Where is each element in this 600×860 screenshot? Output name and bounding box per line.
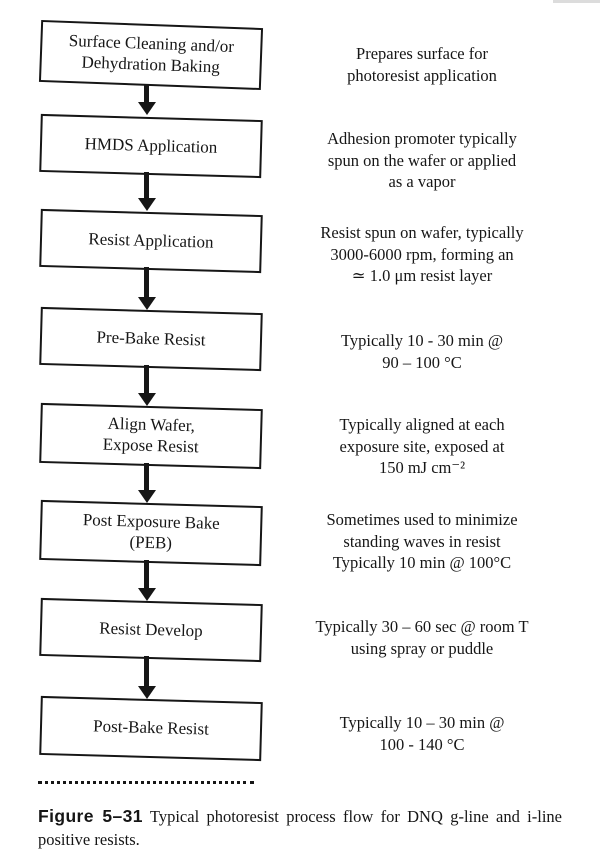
scan-artifact: [553, 0, 600, 3]
process-box-post-exposure-bake: Post Exposure Bake (PEB): [39, 499, 263, 567]
down-arrow-icon: [138, 85, 156, 115]
step-note-surface-cleaning: Prepares surface for photoresist applica…: [347, 44, 497, 85]
arrow-head: [138, 490, 156, 503]
figure-caption-text: Typical photoresist process flow for DNQ…: [38, 806, 562, 849]
down-arrow-icon: [138, 172, 156, 211]
arrow-stem: [144, 656, 149, 687]
process-box-resist-develop: Resist Develop: [39, 597, 263, 663]
step-note-align-expose: Typically aligned at each exposure site,…: [339, 415, 505, 477]
step-note-hmds-application: Adhesion promoter typically spun on the …: [327, 129, 517, 191]
step-note-post-bake-resist: Typically 10 – 30 min @ 100 - 140 °C: [339, 713, 505, 754]
process-box-pre-bake-resist: Pre-Bake Resist: [39, 306, 263, 372]
arrow-head: [138, 393, 156, 406]
arrow-stem: [144, 365, 149, 394]
process-box-surface-cleaning: Surface Cleaning and/or Dehydration Baki…: [38, 19, 264, 91]
process-box-post-bake-resist: Post-Bake Resist: [39, 695, 263, 762]
arrow-head: [138, 198, 156, 211]
arrow-stem: [144, 172, 149, 199]
arrow-stem: [144, 560, 149, 589]
down-arrow-icon: [138, 365, 156, 406]
process-box-hmds-application: HMDS Application: [39, 113, 263, 179]
arrow-head: [138, 297, 156, 310]
figure-caption: Figure 5–31 Typical photoresist process …: [38, 805, 562, 851]
arrow-head: [138, 102, 156, 115]
step-note-pre-bake-resist: Typically 10 - 30 min @ 90 – 100 °C: [340, 331, 504, 372]
step-note-resist-application: Resist spun on wafer, typically 3000-600…: [320, 223, 524, 285]
arrow-stem: [144, 267, 149, 298]
step-note-resist-develop: Typically 30 – 60 sec @ room T using spr…: [315, 617, 529, 658]
dotted-rule: [38, 781, 254, 784]
process-box-align-expose: Align Wafer, Expose Resist: [39, 402, 263, 470]
process-box-resist-application: Resist Application: [39, 208, 263, 274]
step-note-post-exposure-bake: Sometimes used to minimize standing wave…: [326, 510, 518, 572]
down-arrow-icon: [138, 463, 156, 503]
arrow-head: [138, 686, 156, 699]
arrow-head: [138, 588, 156, 601]
down-arrow-icon: [138, 267, 156, 310]
arrow-stem: [144, 463, 149, 491]
figure-caption-label: Figure 5–31: [38, 805, 143, 826]
arrow-stem: [144, 85, 149, 103]
down-arrow-icon: [138, 560, 156, 601]
down-arrow-icon: [138, 656, 156, 699]
